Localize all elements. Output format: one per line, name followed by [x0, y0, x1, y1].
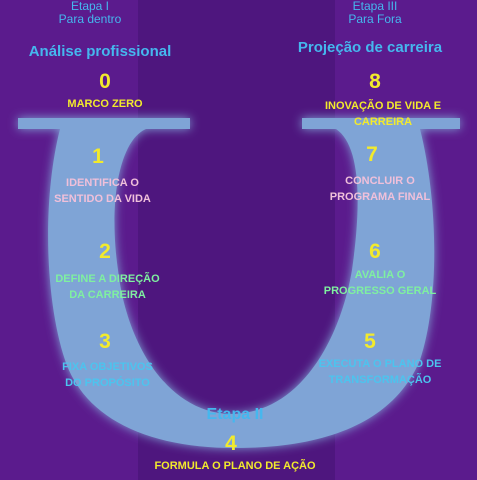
step-5-label-line2: TRANSFORMAÇÃO	[328, 374, 432, 386]
step-4-number: 4	[225, 432, 237, 455]
step-2-label-line1: DEFINE A DIREÇÃO	[55, 273, 160, 285]
stage-1-subtitle: Para dentro	[58, 12, 122, 26]
u-shape	[18, 118, 460, 448]
step-8-label-line2: CARREIRA	[353, 116, 413, 128]
stage-3-name: Etapa III	[352, 0, 398, 13]
step-6-label-line1: AVALIA O	[354, 269, 406, 281]
step-3-label-line2: DO PROPÓSITO	[65, 377, 150, 389]
step-5-number: 5	[364, 330, 376, 353]
stage-1-heading: Análise profissional	[28, 43, 172, 60]
step-0-label: MARCO ZERO	[67, 98, 143, 110]
stage-3-heading: Projeção de carreira	[297, 39, 443, 56]
stage-3-subtitle: Para Fora	[348, 12, 402, 26]
step-8-label-line1: INOVAÇÃO DE VIDA E	[324, 100, 442, 112]
step-3-number: 3	[99, 330, 111, 353]
step-8-number: 8	[369, 70, 381, 93]
step-5-label-line1: EXECUTA O PLANO DE	[318, 358, 442, 370]
step-1-label-line1: IDENTIFICA O	[66, 177, 139, 189]
step-6-label-line2: PROGRESSO GERAL	[323, 285, 437, 297]
step-2-label-line2: DA CARREIRA	[69, 289, 146, 301]
step-1-label-line2: SENTIDO DA VIDA	[54, 193, 151, 205]
step-0-number: 0	[99, 70, 111, 93]
step-6-number: 6	[369, 240, 381, 263]
step-2-number: 2	[99, 240, 111, 263]
step-3-label-line1: FIXA OBJETIVOS	[62, 361, 153, 373]
step-4-label: FORMULA O PLANO DE AÇÃO	[154, 460, 316, 472]
stage-2-name: Etapa II	[206, 406, 264, 423]
step-1-number: 1	[92, 145, 104, 168]
stage-1-name: Etapa I	[70, 0, 110, 13]
step-7-number: 7	[366, 143, 378, 166]
step-7-label-line2: PROGRAMA FINAL	[329, 191, 431, 203]
step-7-label-line1: CONCLUIR O	[345, 175, 415, 187]
